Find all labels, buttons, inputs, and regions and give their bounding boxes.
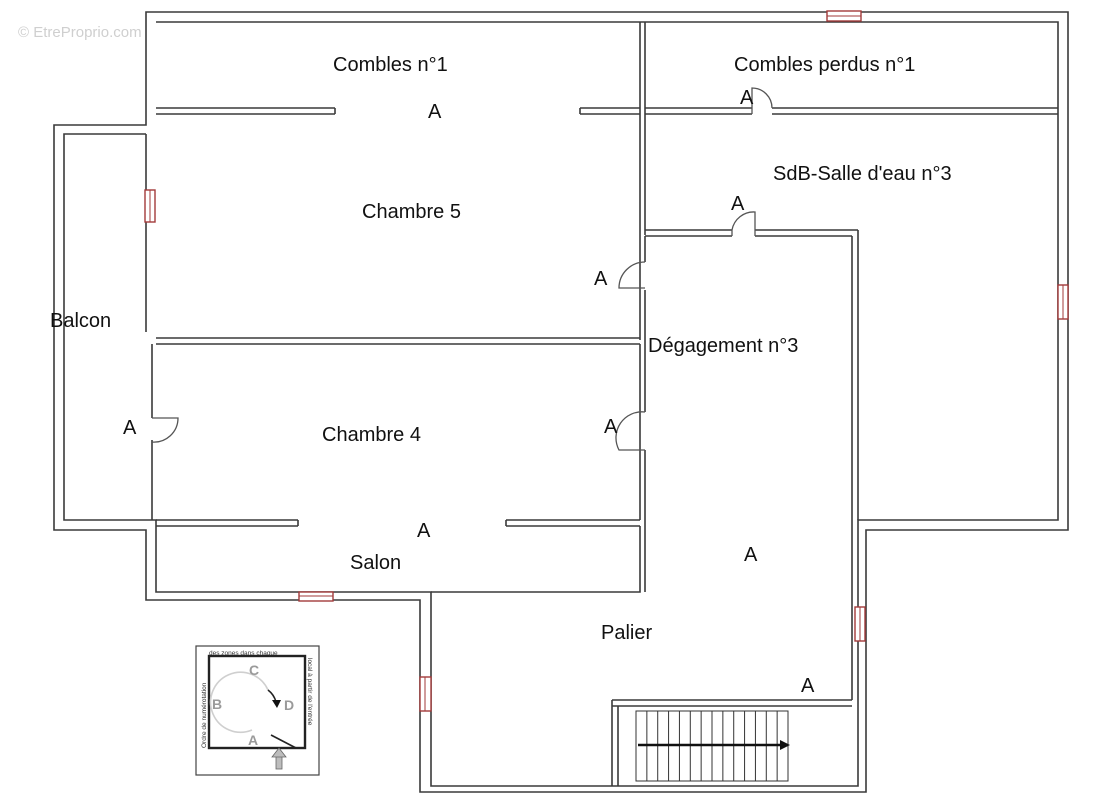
label-chambre-5: Chambre 5	[362, 201, 461, 223]
zone-marker-a: A	[604, 416, 618, 438]
legend-right-text: local à partir de l'entrée	[306, 658, 313, 726]
door-balcon	[151, 417, 179, 443]
legend-letter-d: D	[284, 697, 294, 713]
zone-marker-a: A	[731, 193, 745, 215]
zone-marker-a: A	[123, 417, 137, 439]
legend-letter-c: C	[249, 662, 259, 678]
watermark: © EtreProprio.com	[18, 24, 142, 41]
legend-top-text: des zones dans chaque	[209, 650, 278, 657]
label-chambre-4: Chambre 4	[322, 424, 421, 446]
label-degagement: Dégagement n°3	[648, 335, 798, 357]
staircase	[635, 710, 790, 782]
label-combles-1: Combles n°1	[333, 54, 448, 76]
zone-marker-a: A	[801, 675, 815, 697]
door-chambre4	[615, 411, 646, 451]
zone-marker-a: A	[428, 101, 442, 123]
legend-left-text: Ordre de numérotation	[201, 682, 208, 748]
doors	[151, 87, 773, 451]
interior-walls	[145, 22, 1058, 786]
label-salon: Salon	[350, 552, 401, 574]
door-sdb	[731, 211, 756, 236]
label-sdb: SdB-Salle d'eau n°3	[773, 163, 952, 185]
zone-marker-a: A	[417, 520, 431, 542]
zone-marker-a: A	[744, 544, 758, 566]
numbering-legend: des zones dans chaque Ordre de numérotat…	[195, 645, 320, 776]
zone-marker-a: A	[594, 268, 608, 290]
label-balcon: Balcon	[50, 310, 111, 332]
zone-marker-a: A	[740, 87, 754, 109]
label-combles-perdus: Combles perdus n°1	[734, 54, 915, 76]
door-chambre5	[618, 261, 646, 289]
legend-letter-b: B	[212, 696, 222, 712]
door-combles-perdus	[751, 87, 773, 114]
entry-arrow-icon	[271, 747, 287, 770]
legend-letter-a: A	[248, 732, 258, 748]
label-palier: Palier	[601, 622, 652, 644]
windows	[144, 10, 1069, 712]
